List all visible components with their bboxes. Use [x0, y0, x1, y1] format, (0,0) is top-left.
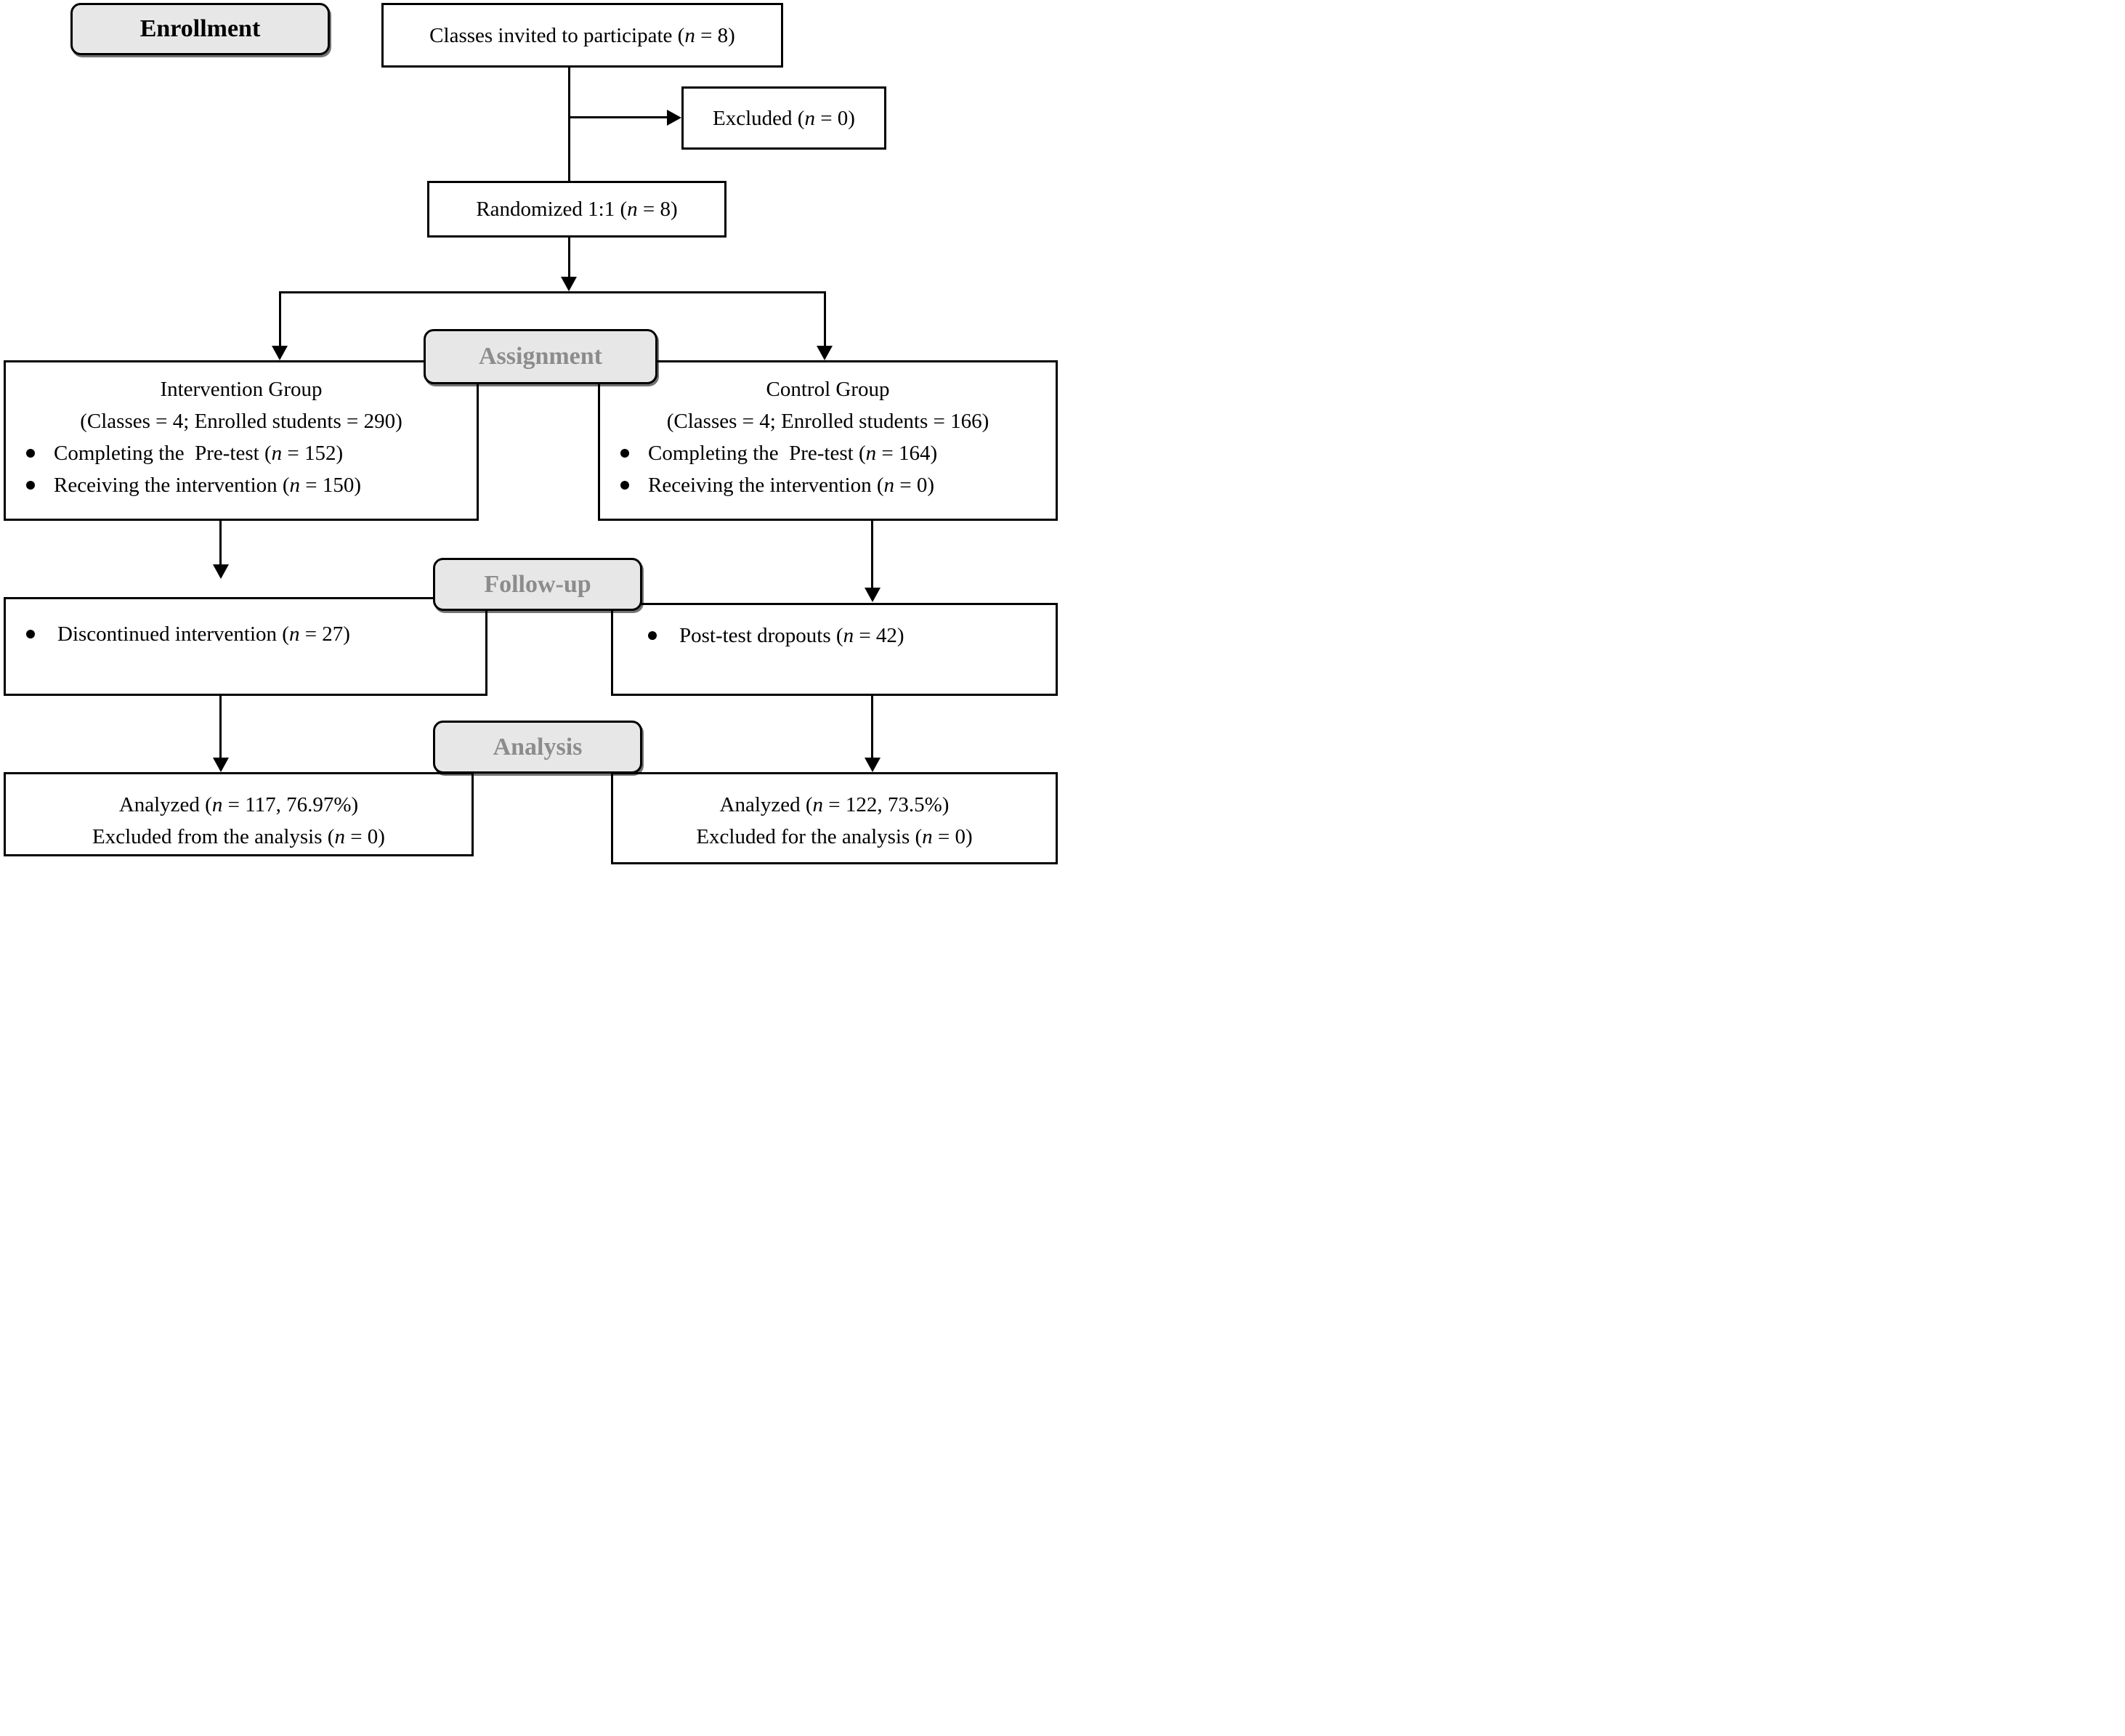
connector-split-to-intervention — [279, 291, 281, 347]
box-analysis-intervention: Analyzed (n = 117, 76.97%) Excluded from… — [4, 772, 474, 856]
box-classes-invited: Classes invited to participate (n = 8) — [381, 3, 783, 68]
bullet-icon — [26, 481, 35, 490]
connector-branch-to-excluded — [568, 116, 668, 118]
analysis-line: Excluded from the analysis (n = 0) — [92, 825, 385, 848]
bullet-item: Completing the Pre-test (n = 164) — [600, 437, 1056, 469]
connector-control-to-followup — [871, 521, 873, 589]
connector-split-line — [279, 291, 826, 293]
stage-pill-enrollment: Enrollment — [70, 3, 330, 55]
arrowhead-followup-left-icon — [213, 564, 229, 579]
group-subtitle: (Classes = 4; Enrolled students = 166) — [666, 410, 989, 433]
randomized-text: Randomized 1:1 (n = 8) — [476, 198, 678, 221]
bullet-text: Discontinued intervention (n = 27) — [57, 622, 350, 646]
bullet-icon — [648, 631, 657, 640]
stage-pill-followup: Follow-up — [433, 558, 642, 611]
connector-followup-to-analysis-left — [219, 696, 222, 759]
stage-label-analysis: Analysis — [493, 733, 583, 760]
group-subtitle: (Classes = 4; Enrolled students = 290) — [80, 410, 402, 433]
stage-pill-analysis: Analysis — [433, 721, 642, 774]
bullet-text: Completing the Pre-test (n = 164) — [648, 442, 938, 465]
arrowhead-analysis-right-icon — [865, 758, 881, 772]
arrowhead-control-icon — [817, 346, 833, 360]
bullet-item: Post-test dropouts (n = 42) — [613, 620, 1056, 652]
connector-randomized-to-split — [568, 238, 570, 278]
bullet-icon — [26, 630, 35, 638]
box-intervention-group: Intervention Group (Classes = 4; Enrolle… — [4, 360, 479, 521]
connector-split-to-control — [824, 291, 826, 347]
bullet-text: Post-test dropouts (n = 42) — [679, 624, 904, 647]
bullet-text: Completing the Pre-test (n = 152) — [54, 442, 344, 465]
stage-pill-assignment: Assignment — [424, 329, 657, 384]
box-excluded: Excluded (n = 0) — [681, 86, 886, 150]
stage-label-enrollment: Enrollment — [139, 15, 261, 42]
analysis-line: Analyzed (n = 122, 73.5%) — [719, 793, 950, 816]
analysis-line: Analyzed (n = 117, 76.97%) — [118, 793, 359, 816]
box-analysis-control: Analyzed (n = 122, 73.5%) Excluded for t… — [611, 772, 1058, 864]
flow-canvas: Enrollment Classes invited to participat… — [0, 0, 1062, 868]
arrowhead-intervention-icon — [272, 346, 288, 360]
stage-label-followup: Follow-up — [484, 570, 591, 598]
bullet-item: Discontinued intervention (n = 27) — [6, 618, 485, 650]
arrowhead-split-icon — [561, 277, 577, 291]
group-title: Intervention Group — [160, 378, 323, 401]
bullet-item: Completing the Pre-test (n = 152) — [6, 437, 477, 469]
analysis-line: Excluded for the analysis (n = 0) — [696, 825, 973, 848]
bullet-icon — [620, 449, 629, 458]
bullet-icon — [620, 481, 629, 490]
classes-invited-text: Classes invited to participate (n = 8) — [429, 23, 735, 47]
connector-intervention-to-followup — [219, 521, 222, 566]
box-followup-intervention: Discontinued intervention (n = 27) — [4, 597, 487, 696]
arrowhead-followup-right-icon — [865, 588, 881, 602]
bullet-text: Receiving the intervention (n = 150) — [54, 474, 362, 497]
group-title: Control Group — [766, 378, 890, 401]
bullet-item: Receiving the intervention (n = 0) — [600, 469, 1056, 501]
bullet-item: Receiving the intervention (n = 150) — [6, 469, 477, 501]
box-control-group: Control Group (Classes = 4; Enrolled stu… — [598, 360, 1058, 521]
stage-label-assignment: Assignment — [478, 343, 603, 370]
connector-invited-to-randomized — [568, 68, 570, 181]
box-randomized: Randomized 1:1 (n = 8) — [427, 181, 726, 238]
arrowhead-excluded-icon — [667, 110, 681, 126]
box-followup-control: Post-test dropouts (n = 42) — [611, 603, 1058, 696]
excluded-text: Excluded (n = 0) — [713, 106, 855, 130]
bullet-icon — [26, 449, 35, 458]
bullet-text: Receiving the intervention (n = 0) — [648, 474, 935, 497]
arrowhead-analysis-left-icon — [213, 758, 229, 772]
connector-followup-to-analysis-right — [871, 696, 873, 759]
